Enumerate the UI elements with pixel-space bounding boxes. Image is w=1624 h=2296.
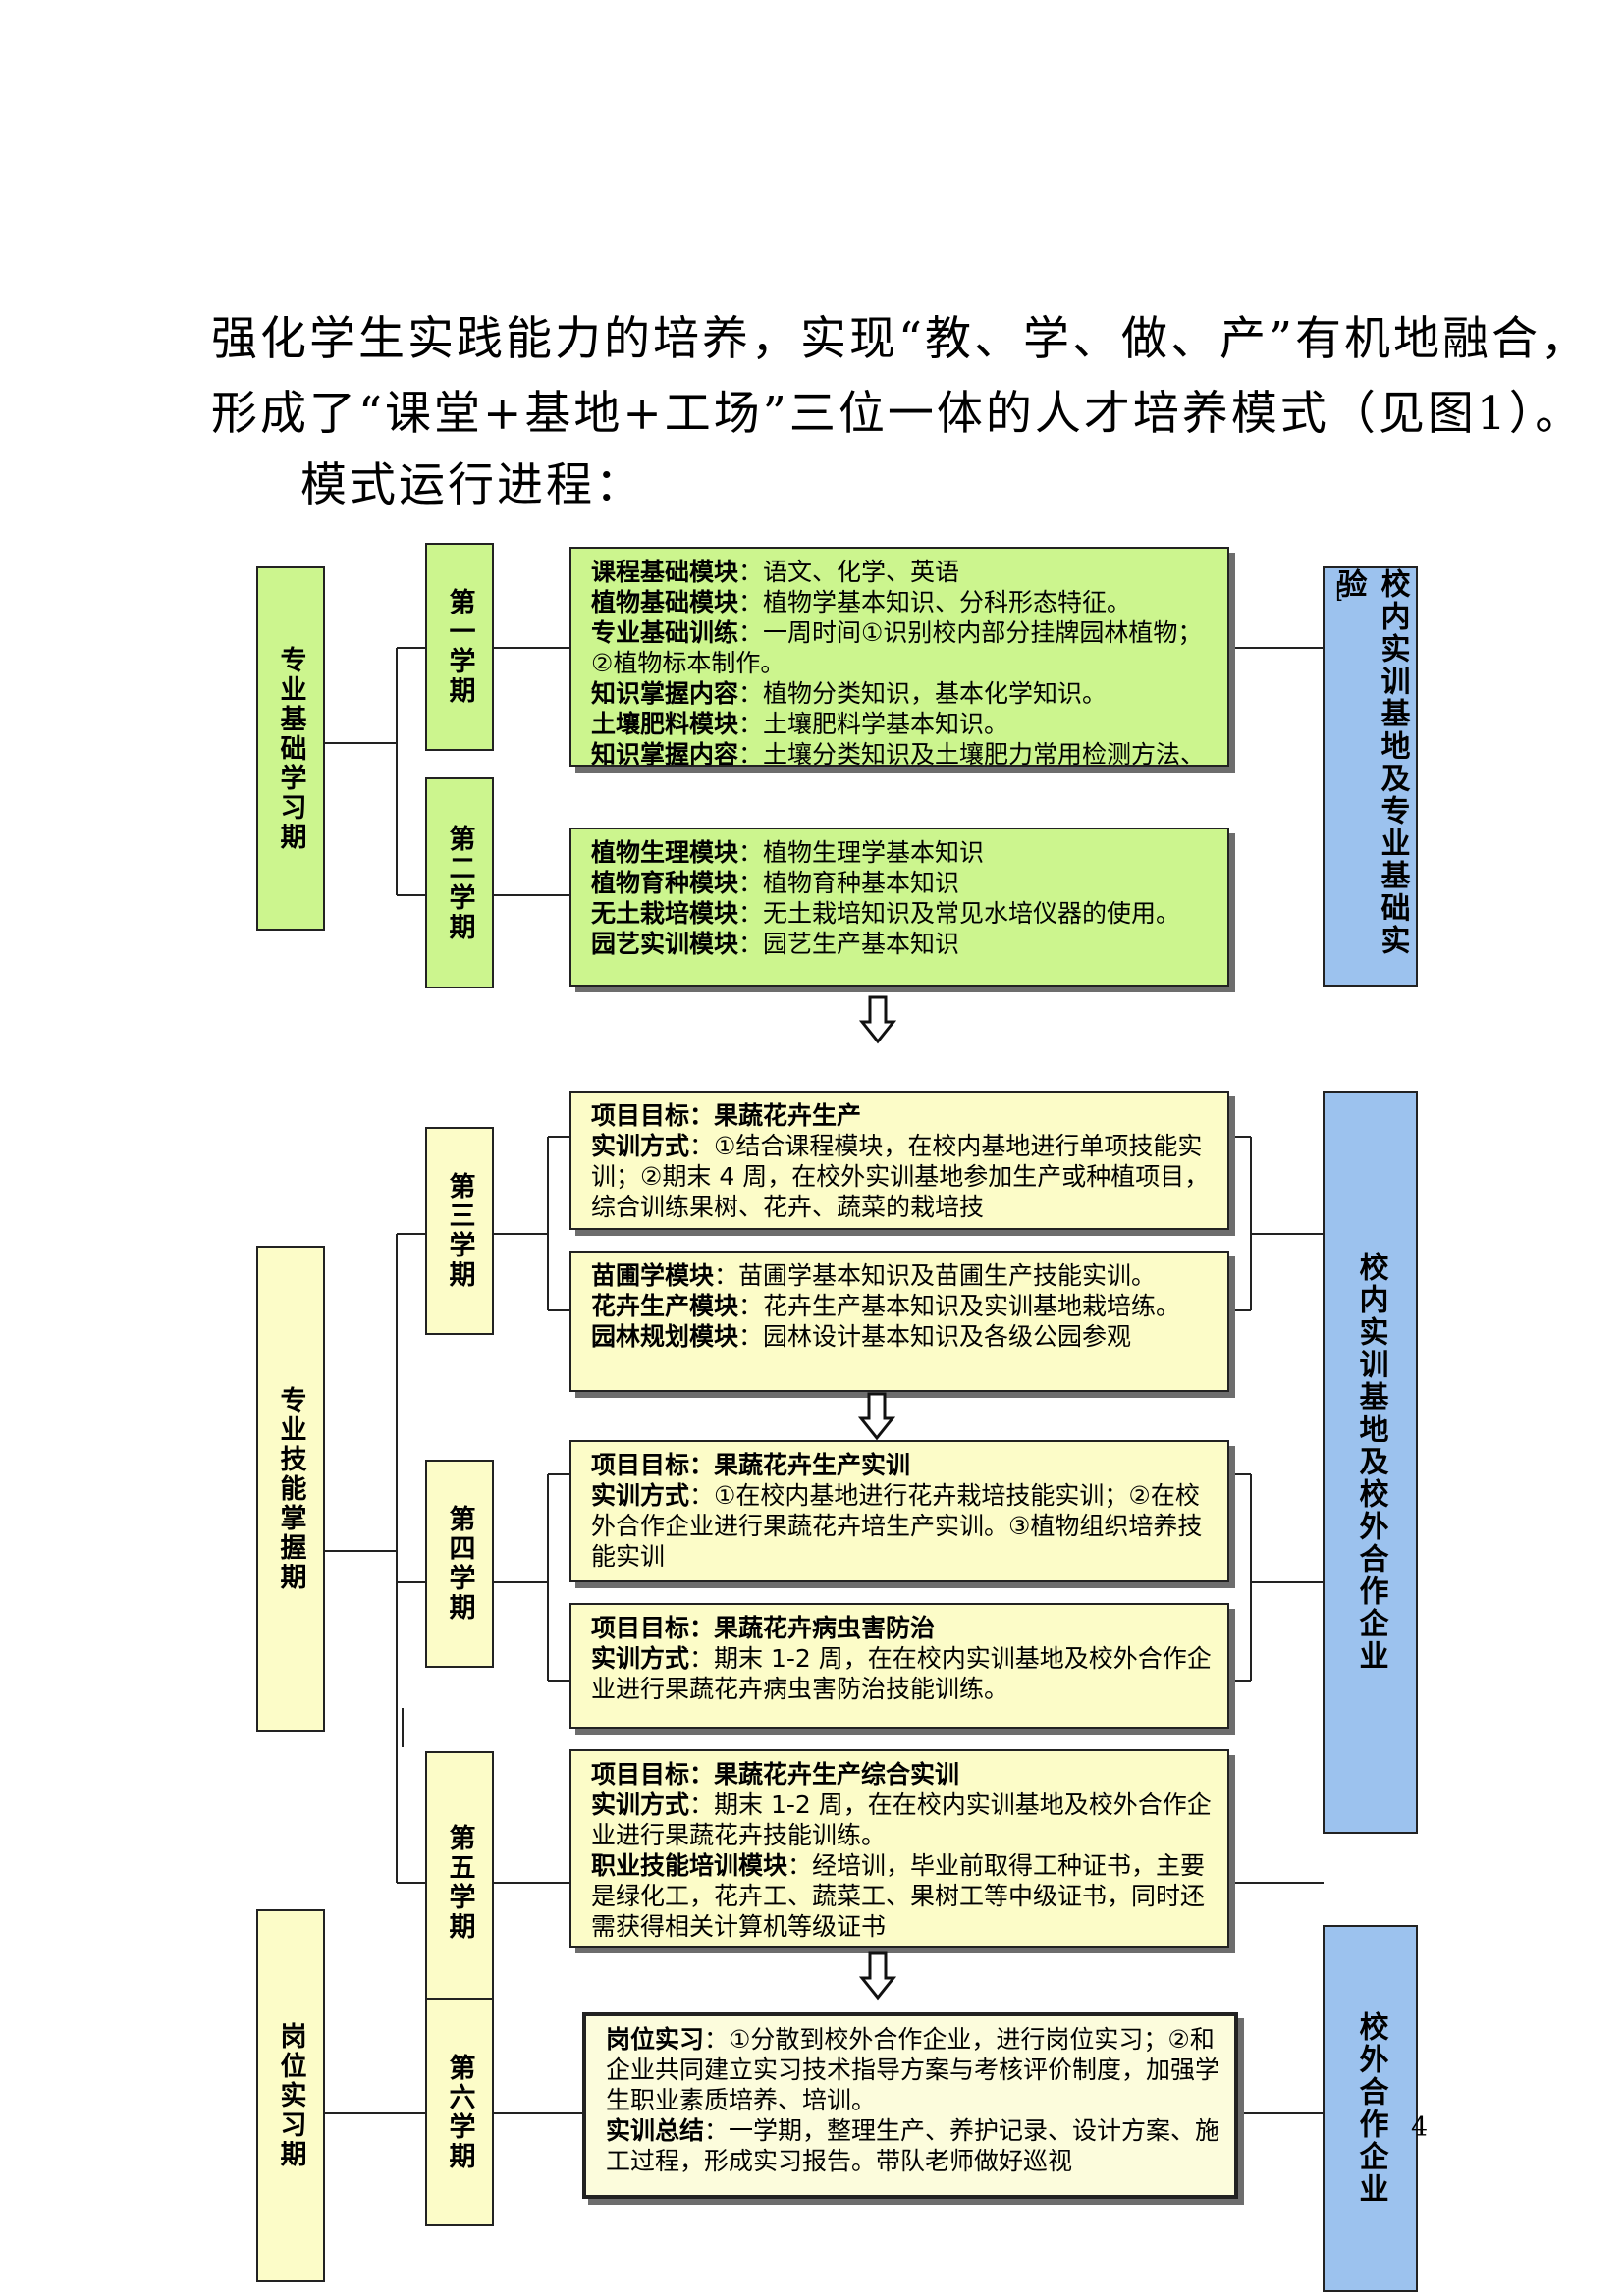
module-line: 职业技能培训模块：经培训，毕业前取得工种证书，主要是绿化工，花卉工、蔬菜工、果树… [591, 1851, 1206, 1941]
semester-6: 第六学期 [425, 1998, 494, 2226]
intro-line-3: 模式运行进程： [300, 458, 644, 512]
module-box-4: 苗圃学模块：苗圃学基本知识及苗圃生产技能实训。 花卉生产模块：花卉生产基本知识及… [569, 1251, 1229, 1392]
module-box-3: 项目目标：果蔬花卉生产 实训方式：①结合课程模块，在校内基地进行单项技能实训；②… [569, 1091, 1229, 1230]
module-box-8: 岗位实习：①分散到校外合作企业，进行岗位实习；②和企业共同建立实习技术指导方案与… [582, 2012, 1238, 2199]
module-box-5: 项目目标：果蔬花卉生产实训 实训方式：①在校内基地进行花卉栽培技能实训；②在校外… [569, 1440, 1229, 1582]
module-line: 实训方式：期末 1-2 周，在在校内实训基地及校外合作企业进行果蔬花卉病虫害防治… [591, 1644, 1212, 1703]
module-line: 花卉生产模块：花卉生产基本知识及实训基地栽培练。 [591, 1292, 1181, 1320]
module-line: 项目目标：果蔬花卉生产实训 [591, 1451, 911, 1479]
phase-internship: 岗位实习期 [256, 1909, 325, 2282]
module-line: 课程基础模块：语文、化学、英语 [591, 558, 960, 586]
module-line: 园林规划模块：园林设计基本知识及各级公园参观 [591, 1322, 1132, 1351]
module-line: 实训方式：①结合课程模块，在校内基地进行单项技能实训；②期末 4 周，在校外实训… [591, 1132, 1210, 1221]
base-school-and-enterprise: 校内实训基地及校外合作企业 [1323, 1091, 1418, 1834]
module-box-7: 项目目标：果蔬花卉生产综合实训 实训方式：期末 1-2 周，在在校内实训基地及校… [569, 1749, 1229, 1948]
intro-line-2: 形成了“课堂+基地+工场”三位一体的人才培养模式（见图1）。 [211, 387, 1585, 441]
module-line: 岗位实习：①分散到校外合作企业，进行岗位实习；②和企业共同建立实习技术指导方案与… [606, 2025, 1220, 2114]
phase-basic-study: 专业基础学习期 [256, 566, 325, 931]
module-line: 实训方式：①在校内基地进行花卉栽培技能实训；②在校外合作企业进行果蔬花卉培生产实… [591, 1481, 1203, 1571]
module-line: 项目目标：果蔬花卉生产综合实训 [591, 1760, 960, 1789]
module-line: 植物育种模块：植物育种基本知识 [591, 869, 960, 897]
page-number: 4 [1411, 2112, 1429, 2143]
module-line: 土壤肥料模块：土壤肥料学基本知识。 [591, 710, 1009, 738]
module-line: 项目目标：果蔬花卉病虫害防治 [591, 1614, 936, 1642]
module-box-6: 项目目标：果蔬花卉病虫害防治 实训方式：期末 1-2 周，在在校内实训基地及校外… [569, 1603, 1229, 1729]
base-marker: [ [1335, 579, 1344, 604]
module-line: 专业基础训练：一周时间①识别校内部分挂牌园林植物；②植物标本制作。 [591, 618, 1203, 677]
module-line: 苗圃学模块：苗圃学基本知识及苗圃生产技能实训。 [591, 1261, 1157, 1290]
semester-3: 第三学期 [425, 1127, 494, 1335]
down-arrow-icon [859, 1951, 896, 2001]
semester-4: 第四学期 [425, 1460, 494, 1668]
module-box-2: 植物生理模块：植物生理学基本知识 植物育种模块：植物育种基本知识 无土栽培模块：… [569, 828, 1229, 987]
module-line: 无土栽培模块：无土栽培知识及常见水培仪器的使用。 [591, 899, 1181, 928]
intro-line-1: 强化学生实践能力的培养，实现“教、学、做、产”有机地融合， [211, 312, 1591, 366]
module-line: 植物生理模块：植物生理学基本知识 [591, 838, 985, 867]
module-line: 知识掌握内容：植物分类知识，基本化学知识。 [591, 679, 1108, 708]
semester-5: 第五学期 [425, 1751, 494, 2014]
module-box-1: 课程基础模块：语文、化学、英语 植物基础模块：植物学基本知识、分科形态特征。 专… [569, 547, 1229, 767]
base-school-training-lab: 校内实训基地及专业基础实验 [1323, 566, 1418, 987]
base-enterprise: 校外合作企业 [1323, 1925, 1418, 2292]
module-line: 实训方式：期末 1-2 周，在在校内实训基地及校外合作企业进行果蔬花卉技能训练。 [591, 1790, 1212, 1849]
module-line: 园艺实训模块：园艺生产基本知识 [591, 930, 960, 958]
semester-2: 第二学期 [425, 777, 494, 988]
phase-skill-mastery: 专业技能掌握期 [256, 1246, 325, 1732]
down-arrow-icon [859, 995, 896, 1044]
module-line: 知识掌握内容：土壤分类知识及土壤肥力常用检测方法、植物目种生理指标的检测 [591, 740, 1206, 767]
module-line: 项目目标：果蔬花卉生产 [591, 1101, 862, 1130]
down-arrow-icon [858, 1392, 895, 1441]
semester-1: 第一学期 [425, 543, 494, 751]
module-line: 植物基础模块：植物学基本知识、分科形态特征。 [591, 588, 1132, 616]
module-line: 实训总结：一学期，整理生产、养护记录、设计方案、施工过程，形成实习报告。带队老师… [606, 2116, 1220, 2175]
